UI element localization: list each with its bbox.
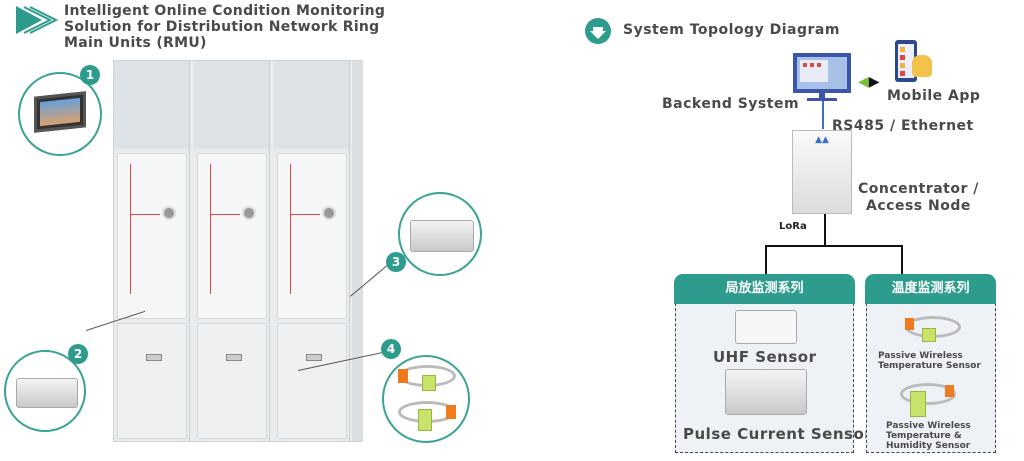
callout-badge: 3: [386, 252, 406, 272]
callout-badge: 4: [381, 339, 401, 359]
callout-badge: 1: [80, 65, 100, 85]
label-line: Temperature Sensor: [878, 361, 981, 371]
lora-label: LoRa: [779, 221, 807, 232]
sensor-tag: [922, 328, 936, 342]
pulse-sensor-label: Pulse Current Sensor: [683, 425, 873, 443]
sensor-tag: [910, 391, 926, 417]
clamp: [945, 385, 954, 397]
concentrator-label: Concentrator / Access Node: [858, 181, 979, 215]
temp-sensor-callout: [382, 355, 470, 443]
page-title: Intelligent Online Condition Monitoring …: [64, 3, 385, 51]
label-line: Temperature &: [886, 431, 962, 441]
label-line: Concentrator /: [858, 181, 979, 197]
concentrator-device: ▲▲: [792, 130, 852, 214]
connector-line: [824, 214, 826, 246]
temp-group-header: 温度监测系列: [865, 274, 996, 304]
mobile-phone-icon: [895, 40, 917, 82]
uhf-sensor-image: [735, 310, 797, 344]
title-line: Intelligent Online Condition Monitoring: [64, 3, 386, 19]
rmu-cabinet: [113, 60, 363, 442]
uhf-sensor-label: UHF Sensor: [713, 348, 817, 366]
label-line: Passive Wireless: [878, 351, 963, 361]
uhf-sensor-callout: [4, 350, 86, 432]
connector-line: [765, 245, 903, 247]
temp-sensor-label: Passive Wireless Temperature Sensor: [878, 351, 981, 371]
label-line: Access Node: [866, 198, 971, 214]
title-line: Main Units (RMU): [64, 35, 207, 51]
connector-line: [765, 245, 767, 275]
chevron-arrows-icon: [16, 6, 58, 34]
temp-humidity-sensor-label: Passive Wireless Temperature & Humidity …: [886, 421, 971, 451]
clamp: [905, 318, 914, 330]
pulse-sensor-image: [725, 369, 807, 415]
rs485-link-line: [822, 101, 824, 129]
pulse-sensor-callout: [398, 192, 482, 276]
hand-icon: [912, 55, 932, 77]
temp-group-box: [866, 298, 996, 453]
sync-arrows-icon: ◀▶: [858, 74, 880, 90]
download-circle-icon: [585, 18, 611, 44]
connector-line: [901, 245, 903, 275]
label-line: Passive Wireless: [886, 421, 971, 431]
hmi-screen-callout: [18, 72, 102, 156]
monitor-icon: [793, 53, 851, 101]
label-line: Humidity Sensor: [886, 441, 971, 451]
title-line: Solution for Distribution Network Ring: [64, 19, 380, 35]
topology-title: System Topology Diagram: [623, 22, 840, 38]
callout-badge: 2: [68, 344, 88, 364]
mobile-label: Mobile App: [887, 88, 981, 104]
pd-group-header: 局放监测系列: [674, 274, 855, 304]
link-label: RS485 / Ethernet: [832, 118, 974, 134]
backend-label: Backend System: [662, 96, 800, 112]
temp-humidity-sensor-image: [900, 383, 956, 405]
